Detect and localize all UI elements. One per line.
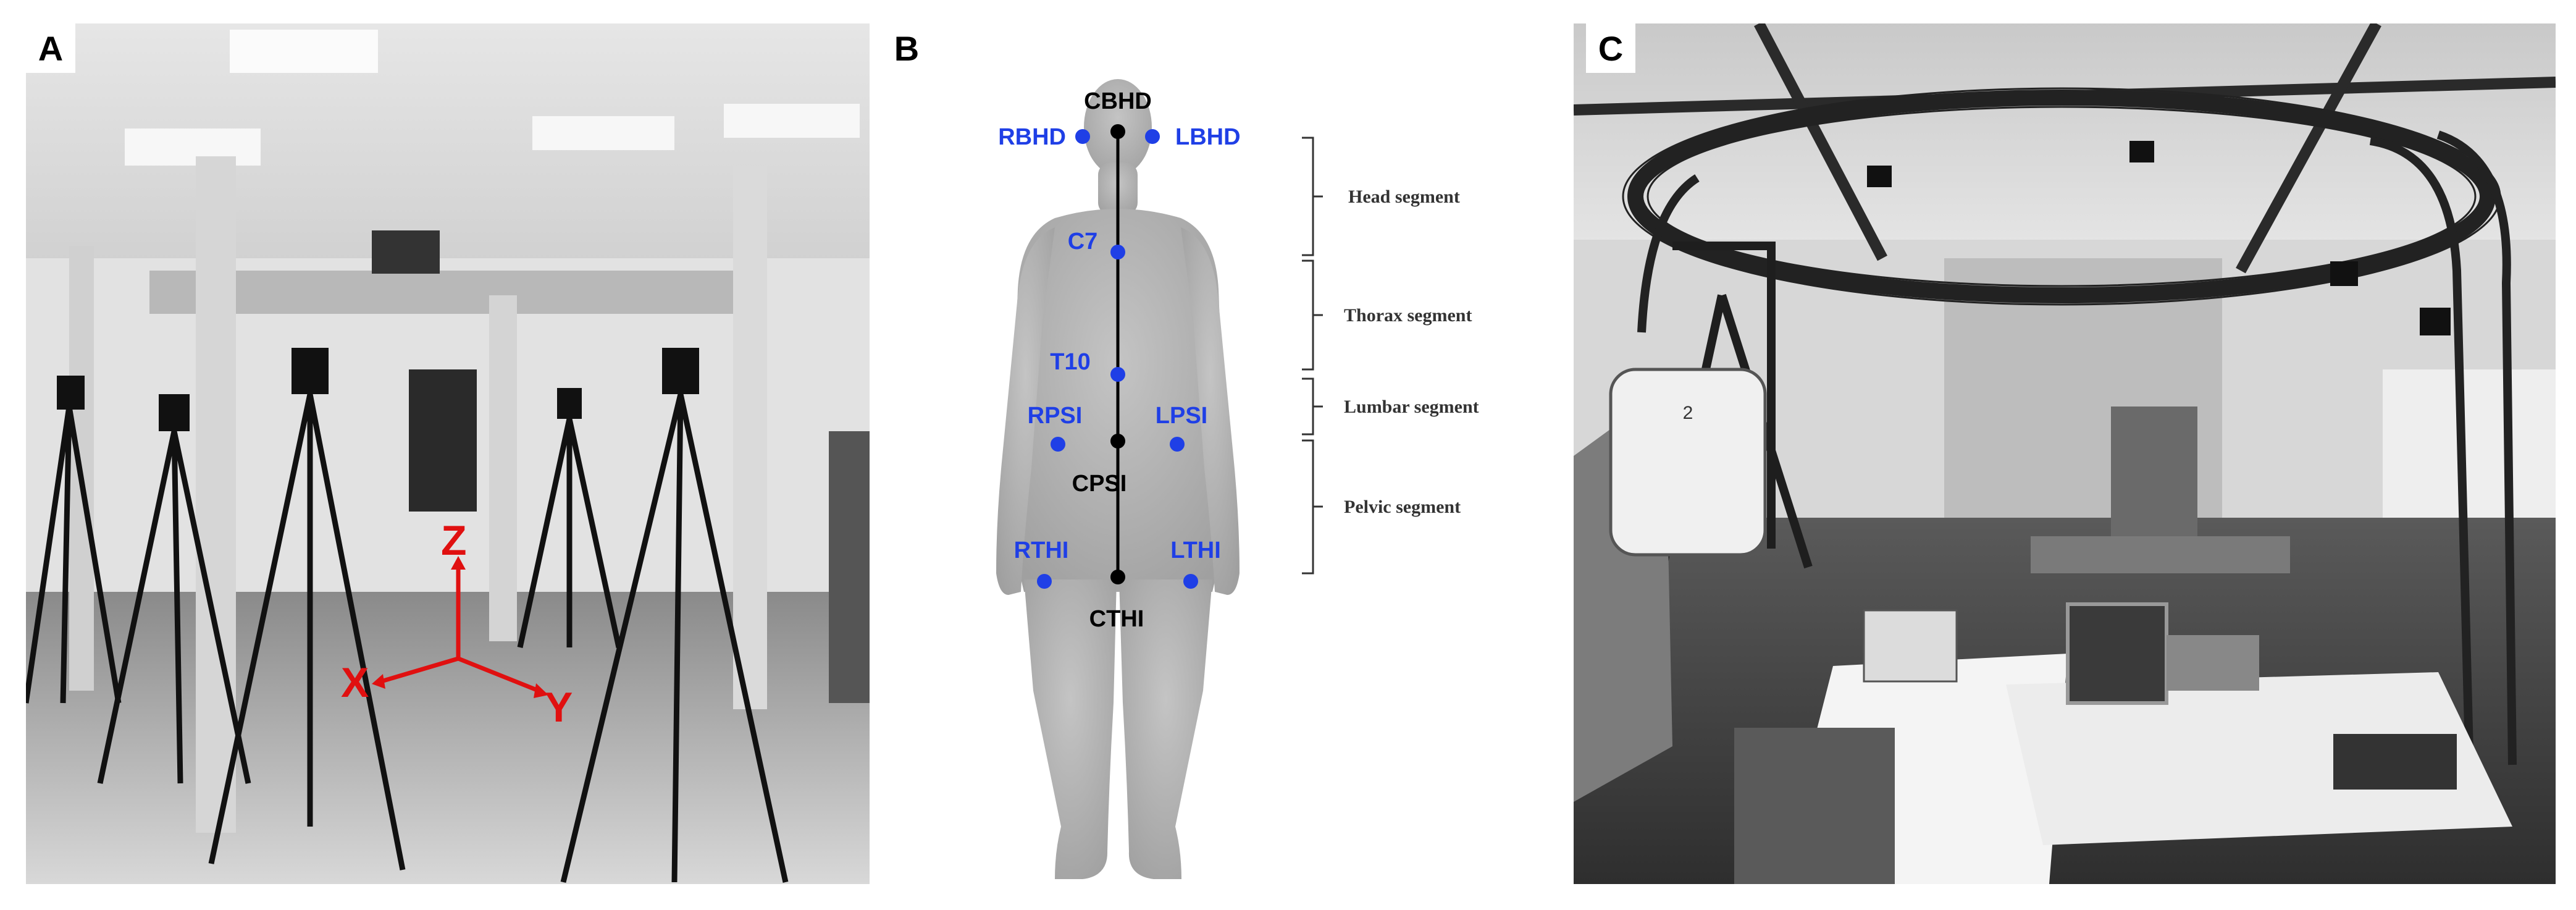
y-axis-label: Y — [545, 684, 573, 731]
amplifier — [2167, 635, 2259, 691]
floor-mat — [2031, 536, 2290, 573]
camera — [159, 394, 190, 431]
camera — [557, 388, 582, 419]
lab-scene-a: Z X Y — [26, 23, 870, 884]
right-arm-shape — [1181, 227, 1240, 595]
label-lthi: LTHI — [1170, 537, 1221, 563]
label-t10: T10 — [1050, 349, 1090, 375]
right-leg-shape — [1119, 579, 1212, 879]
panel-c-label: C — [1586, 23, 1635, 73]
laptop — [2333, 734, 2457, 790]
label-lbhd: LBHD — [1175, 124, 1241, 150]
floor — [26, 592, 870, 884]
harness — [409, 369, 477, 512]
tripod — [208, 394, 406, 870]
y-axis-arrow — [457, 656, 540, 693]
x-axis-arrow — [380, 656, 459, 684]
truss-cameras — [1867, 141, 2451, 335]
frame-post — [489, 295, 517, 641]
x-axis-arrowhead — [372, 674, 385, 689]
marker-cpsi — [1110, 434, 1125, 449]
marker-lthi — [1183, 574, 1198, 589]
body-marker-diagram: CBHD RBHD LBHD C7 T10 RPSI LPSI CPSI RTH… — [996, 79, 1479, 879]
marker-cthi — [1110, 570, 1125, 584]
label-thorax-segment: Thorax segment — [1344, 305, 1472, 326]
storage-bins — [1734, 728, 1895, 884]
bracket-head — [1302, 137, 1323, 256]
panel-a-label: A — [26, 23, 75, 73]
z-axis-label: Z — [441, 517, 467, 564]
marker-cbhd — [1110, 124, 1125, 139]
equipment-cart — [829, 431, 870, 703]
camera — [57, 376, 85, 410]
lab-scene-c: 2 — [1574, 23, 2556, 884]
marker-rpsi — [1051, 437, 1065, 452]
panel-a-photo: Z X Y A — [26, 23, 870, 884]
label-rpsi: RPSI — [1028, 403, 1083, 429]
camera — [662, 348, 699, 394]
table — [2006, 672, 2512, 845]
bracket-lumbar — [1302, 377, 1323, 436]
bracket-thorax — [1302, 259, 1323, 371]
marker-t10 — [1110, 367, 1125, 382]
left-arm-shape — [996, 227, 1055, 595]
camera — [292, 348, 329, 394]
panel-b-diagram: B CBHD R — [870, 23, 1574, 884]
frame-post — [733, 166, 767, 709]
tripod — [97, 431, 251, 784]
marker-lpsi — [1170, 437, 1185, 452]
label-lumbar-segment: Lumbar segment — [1344, 397, 1479, 417]
y-axis-arrowhead — [534, 683, 548, 698]
marker-rthi — [1037, 574, 1052, 589]
ceiling-light — [724, 104, 860, 138]
marker-c7 — [1110, 245, 1125, 259]
z-axis-arrowhead — [451, 556, 466, 570]
monitor — [2066, 602, 2168, 705]
label-cthi: CTHI — [1089, 606, 1144, 632]
frame-beam — [149, 271, 767, 314]
segment-brackets — [1302, 137, 1323, 575]
marker-lbhd — [1145, 129, 1160, 144]
ceiling-light — [125, 128, 261, 166]
bracket-pelvic — [1302, 439, 1323, 575]
signal-box — [1863, 609, 1958, 683]
left-leg-shape — [1024, 579, 1117, 879]
label-head-segment: Head segment — [1348, 187, 1460, 207]
ceiling-light — [230, 30, 378, 73]
label-rthi: RTHI — [1014, 537, 1069, 563]
label-c7: C7 — [1068, 229, 1098, 255]
ceiling-light — [532, 116, 674, 150]
robot-number: 2 — [1683, 403, 1693, 423]
tripod — [517, 418, 622, 648]
truss-arches — [1637, 130, 2517, 765]
x-axis-label: X — [341, 659, 369, 706]
tripod — [26, 406, 122, 704]
panel-c-photo: 2 C — [1574, 23, 2556, 884]
frame-post — [196, 156, 236, 833]
label-lpsi: LPSI — [1156, 403, 1207, 429]
label-rbhd: RBHD — [998, 124, 1066, 150]
label-cpsi: CPSI — [1072, 471, 1127, 497]
label-pelvic-segment: Pelvic segment — [1344, 497, 1461, 517]
marker-rbhd — [1075, 129, 1090, 144]
robot-head — [1609, 368, 1767, 557]
camera-box — [372, 230, 440, 274]
panel-b-label: B — [882, 23, 931, 73]
treadmill-device — [2111, 407, 2197, 542]
label-cbhd: CBHD — [1084, 88, 1152, 114]
tripod — [560, 393, 789, 883]
